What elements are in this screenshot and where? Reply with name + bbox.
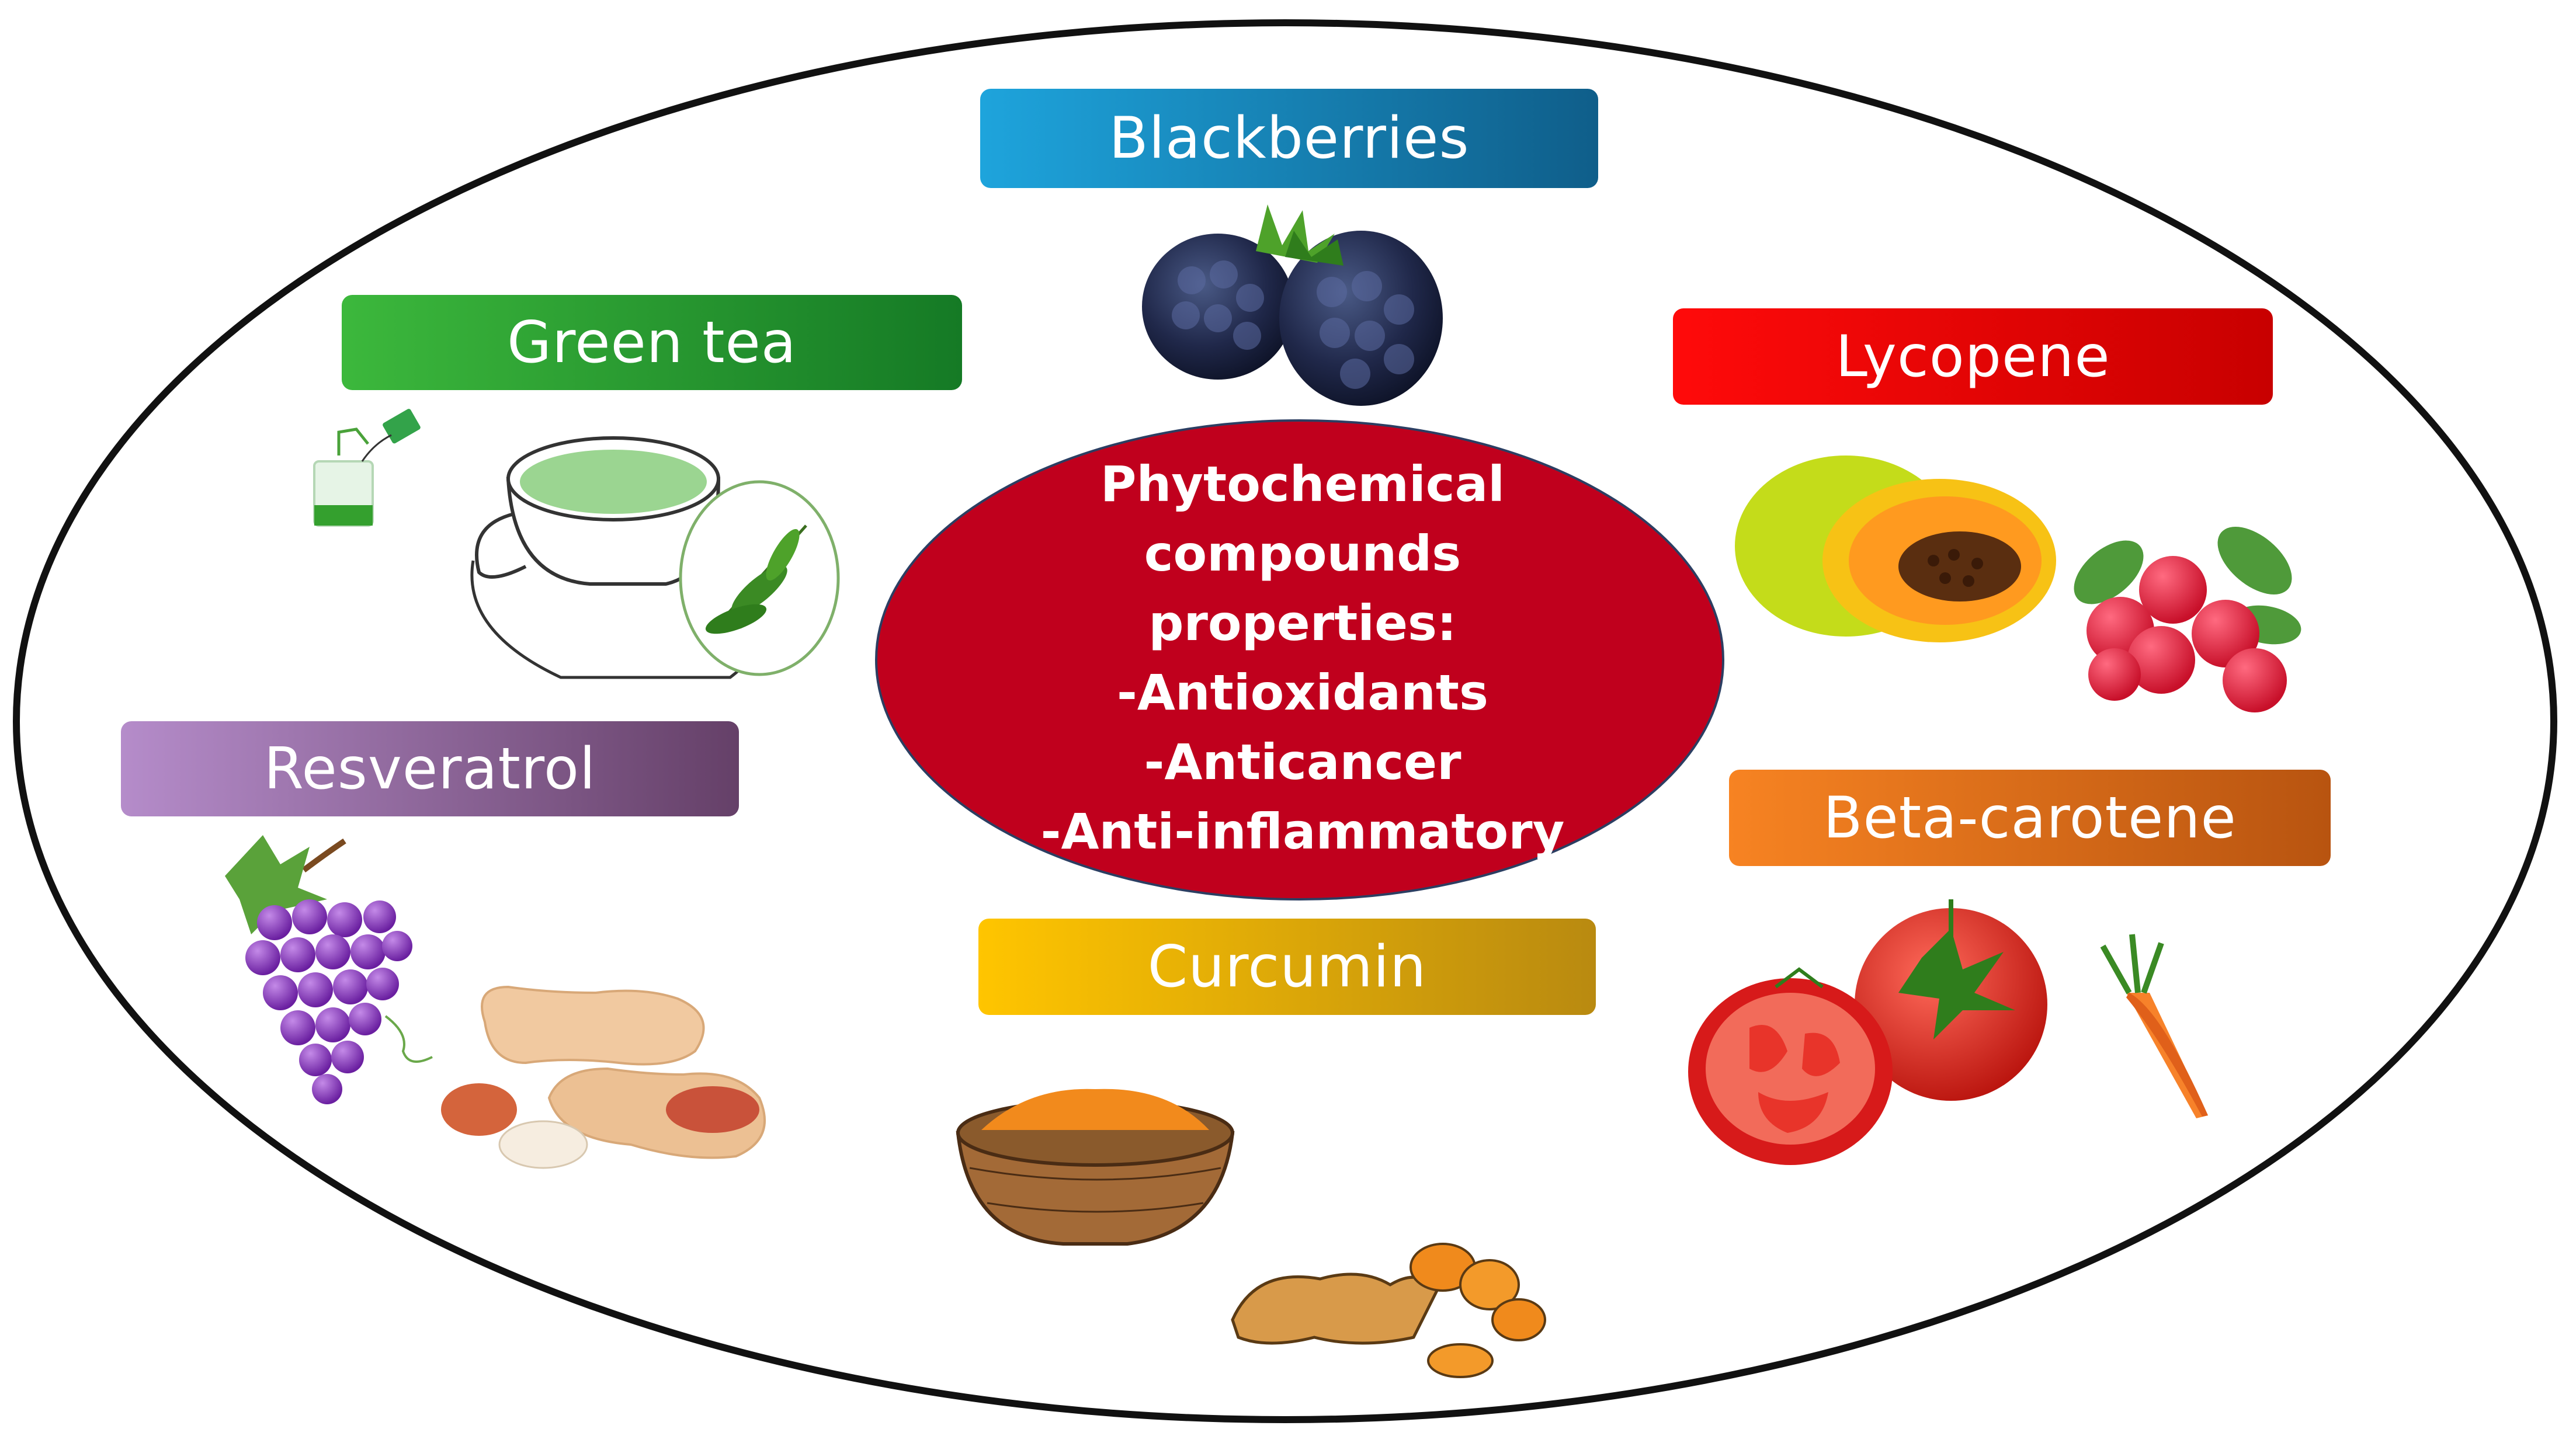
- center-line: properties:: [1148, 594, 1457, 652]
- turmeric-bowl-icon: [956, 1089, 1235, 1246]
- turmeric-root-icon: [1231, 1243, 1546, 1378]
- resveratrol-label: Resveratrol: [121, 721, 739, 816]
- tea-cup-icon: [470, 436, 766, 679]
- tea-leaf-icon: [679, 480, 840, 676]
- papaya-icon: [1735, 456, 2056, 642]
- carrot-icon: [2100, 934, 2208, 1118]
- curcumin-label: Curcumin: [978, 919, 1596, 1015]
- green-tea-label: Green tea: [342, 295, 962, 390]
- tea-bag-icon: [313, 409, 421, 527]
- center-line: -Antioxidants: [1116, 664, 1489, 721]
- center-properties-text: Phytochemical compounds properties: -Ant…: [993, 450, 1612, 882]
- grapes-icon: [225, 835, 433, 1104]
- beta-carotene-label: Beta-carotene: [1729, 770, 2331, 866]
- blackberries-label: Blackberries: [980, 89, 1598, 188]
- lycopene-label: Lycopene: [1673, 308, 2273, 405]
- center-line: compounds: [1144, 525, 1461, 582]
- center-line: -Anti-inflammatory: [1040, 803, 1565, 860]
- blackberry-icon: [1142, 204, 1443, 406]
- center-ellipse: [875, 419, 1724, 900]
- cranberries-icon: [2074, 527, 2301, 712]
- outer-ellipse: [13, 19, 2557, 1423]
- tomato-icon: [1688, 899, 2047, 1165]
- center-line: Phytochemical: [1100, 456, 1505, 513]
- peanuts-icon: [441, 985, 766, 1169]
- center-line: -Anticancer: [1144, 733, 1461, 791]
